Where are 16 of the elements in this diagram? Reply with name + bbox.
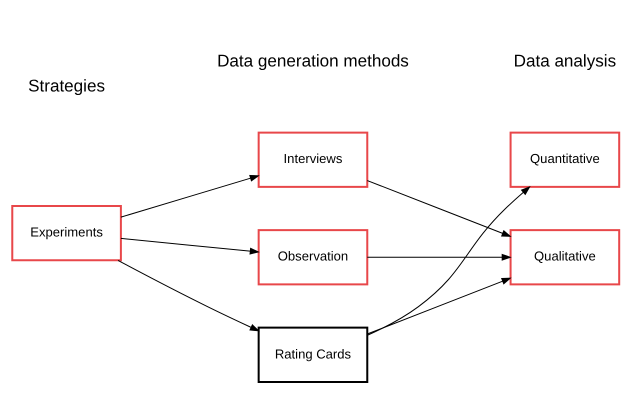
label: Data generation methods	[217, 51, 409, 70]
arrow	[367, 278, 512, 334]
arrow	[367, 180, 512, 237]
arrow	[118, 260, 260, 332]
arrow	[120, 238, 260, 255]
node-box: Rating Cards	[258, 326, 368, 383]
node-box: Observation	[258, 229, 368, 286]
node-box: Quantitative	[510, 132, 620, 188]
arrow	[367, 186, 531, 336]
label: Strategies	[28, 76, 106, 96]
label: Data analysis	[514, 51, 616, 70]
node-box: Qualitative	[510, 229, 620, 286]
node-box: Interviews	[258, 132, 368, 188]
arrow	[120, 174, 260, 218]
arrow	[367, 254, 512, 261]
node-box: Experiments	[11, 204, 122, 262]
